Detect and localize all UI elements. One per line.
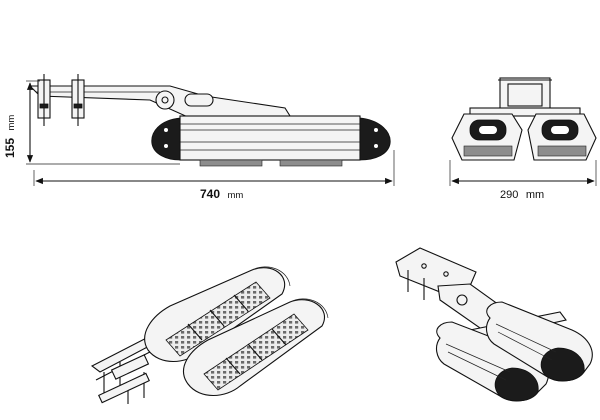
length-unit: mm bbox=[227, 190, 243, 201]
length-value: 740 bbox=[200, 187, 220, 201]
end-cap-right bbox=[359, 117, 391, 161]
iso-endcap-left bbox=[494, 367, 539, 402]
front-view bbox=[451, 77, 597, 161]
front-crossbar bbox=[469, 107, 581, 117]
isometric-top-view bbox=[395, 247, 593, 402]
svg-text:740 mm: 740 mm bbox=[200, 185, 243, 202]
width-value: 290 bbox=[500, 189, 518, 201]
led-strip-left bbox=[199, 159, 263, 167]
height-value: 155 bbox=[3, 138, 17, 158]
led-strip-right bbox=[279, 159, 343, 167]
end-cap-left bbox=[151, 117, 181, 161]
length-dimension: 740 mm bbox=[33, 150, 395, 202]
side-view bbox=[28, 74, 391, 167]
iso-clamps bbox=[98, 354, 150, 404]
width-dimension: 290 mm bbox=[449, 160, 597, 202]
width-unit: mm bbox=[526, 189, 544, 201]
lamp-housing-side bbox=[179, 115, 361, 161]
height-dimension: 155 mm bbox=[1, 80, 180, 165]
iso-endcap-right bbox=[540, 347, 585, 382]
arm-slot bbox=[184, 93, 214, 107]
isometric-bottom-view bbox=[90, 266, 329, 404]
svg-text:290 mm: 290 mm bbox=[500, 185, 544, 202]
height-unit: mm bbox=[6, 115, 17, 131]
svg-text:155 mm: 155 mm bbox=[1, 115, 18, 158]
hinge-joint bbox=[155, 90, 175, 110]
